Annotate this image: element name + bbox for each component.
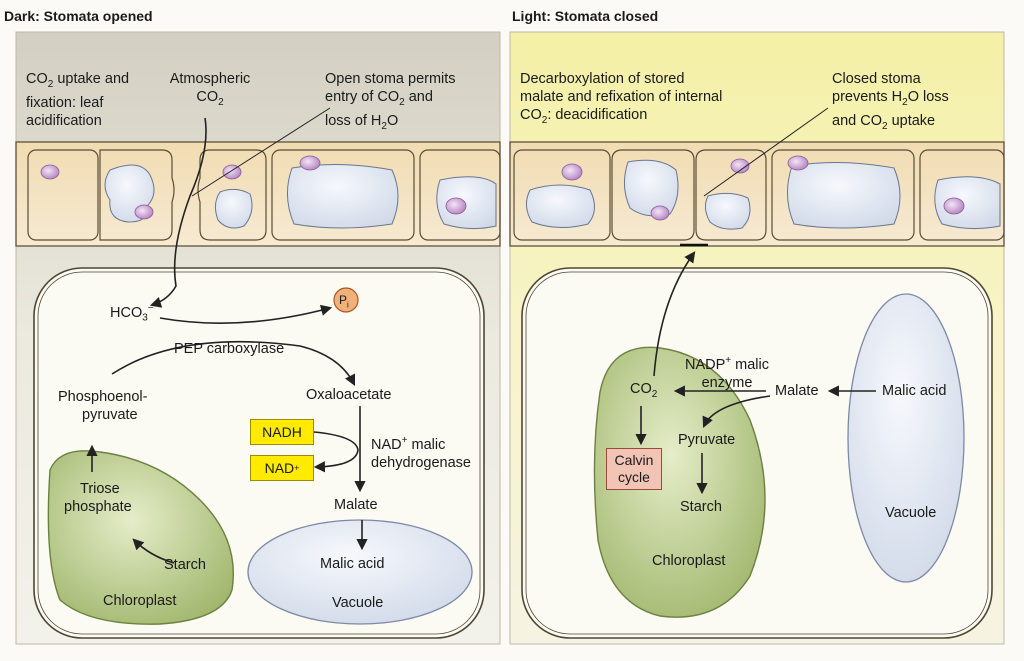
nad-box: NAD+ [250, 455, 314, 481]
epidermis-vacuole [704, 192, 751, 230]
epidermis-vacuole [214, 188, 253, 229]
arrow-pep-to-oxaloacetate [111, 340, 356, 387]
triose-phosphate-label: Triose phosphate [64, 481, 132, 515]
closed-stoma-label: Closed stoma prevents H2O loss and CO2 u… [832, 71, 949, 132]
arrow-malate-to-pyruvate [702, 395, 771, 429]
pep-carboxylase-label: PEP carboxylase [174, 341, 285, 357]
epidermis-vacuole [287, 163, 399, 229]
left-starch-label: Starch [164, 557, 206, 573]
arrow-hco3-to-pi [159, 304, 333, 324]
phosphoenolpyruvate-label: Phosphoenol- pyruvate [58, 389, 148, 423]
organelle [943, 197, 965, 215]
oxaloacetate-label: Oxaloacetate [306, 387, 392, 403]
right-panel-title: Light: Stomata closed [512, 8, 659, 24]
right-chloroplast-label: Chloroplast [652, 553, 726, 569]
left-chloroplast [47, 450, 235, 625]
arrow-nadh-to-nad [313, 431, 359, 473]
epidermis-vacuole [624, 159, 679, 217]
organelle [561, 163, 583, 181]
organelle [222, 164, 242, 180]
left-vacuole [247, 519, 473, 625]
malic-acid-label: Malic acid [320, 556, 385, 572]
nad-malic-dehydrogenase-label: NAD+ malic dehydrogenase [371, 435, 471, 471]
left-epidermis [15, 141, 501, 247]
closed-stoma-leader [703, 107, 829, 197]
organelle [40, 164, 60, 180]
nadh-box: NADH [250, 419, 314, 445]
left-vacuole-label: Vacuole [332, 595, 384, 611]
organelle [730, 158, 750, 174]
pyruvate-label: Pyruvate [678, 432, 736, 448]
decarboxylation-label: Decarboxylation of stored malate and ref… [520, 71, 723, 126]
organelle [650, 205, 670, 221]
arrow-starch-to-triose [132, 538, 175, 564]
open-stoma-label: Open stoma permits entry of CO2 and loss… [325, 71, 456, 132]
open-stoma-leader [191, 107, 331, 197]
left-panel-title: Dark: Stomata opened [4, 8, 153, 24]
organelle [134, 204, 154, 220]
epidermis-vacuole [934, 176, 1001, 230]
right-malate-label: Malate [775, 383, 819, 399]
right-starch-label: Starch [680, 499, 722, 515]
atmospheric-co2-label: Atmospheric CO2 [169, 71, 251, 108]
right-malic-acid-label: Malic acid [882, 383, 947, 399]
epidermis-vacuole [526, 184, 595, 228]
right-chloroplast [593, 346, 766, 618]
arrow-co2-to-hco3 [149, 117, 207, 308]
organelle [299, 155, 321, 171]
right-vacuole-label: Vacuole [885, 505, 937, 521]
right-vacuole [847, 293, 965, 583]
pi-circle [333, 287, 359, 313]
pi-label: Pi [339, 293, 349, 310]
hco3-label: HCO3− [110, 303, 154, 324]
epidermis-vacuole [787, 161, 901, 229]
organelle [445, 197, 467, 215]
arrow-co2-to-stoma [653, 251, 696, 377]
epidermis-vacuole [436, 176, 497, 230]
malate-label: Malate [334, 497, 378, 513]
organelle [787, 155, 809, 171]
right-co2-label: CO2 [630, 381, 658, 400]
co2-uptake-label: CO2 uptake and fixation: leaf acidificat… [26, 71, 130, 129]
nadp-malic-enzyme-label: NADP+ malic enzyme [684, 355, 769, 391]
left-chloroplast-label: Chloroplast [103, 593, 177, 609]
